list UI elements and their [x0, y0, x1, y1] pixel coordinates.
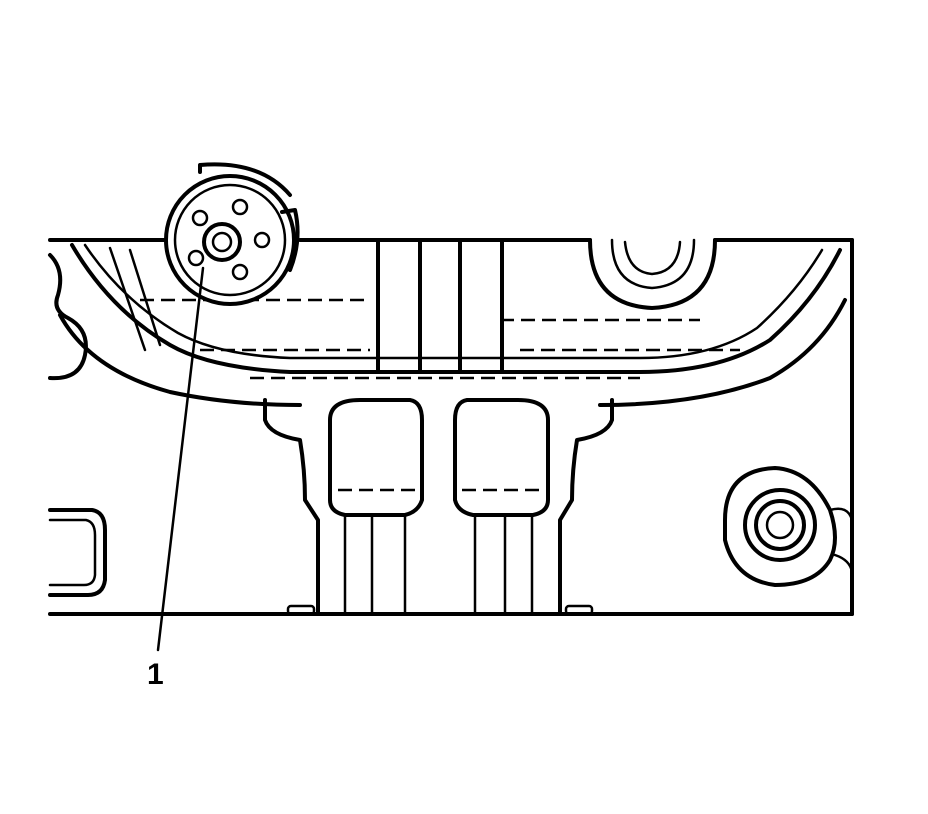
upper-deck — [48, 238, 854, 616]
callout-1-leader — [156, 266, 205, 652]
bearing-cap — [263, 398, 614, 616]
center-channels — [376, 238, 504, 374]
left-side-features — [48, 253, 107, 597]
right-boss — [723, 466, 854, 587]
camshaft-sprocket — [164, 162, 300, 306]
right-deck-bore — [588, 238, 717, 310]
lower-deck — [48, 604, 854, 616]
callout-1-label: 1 — [147, 658, 164, 691]
